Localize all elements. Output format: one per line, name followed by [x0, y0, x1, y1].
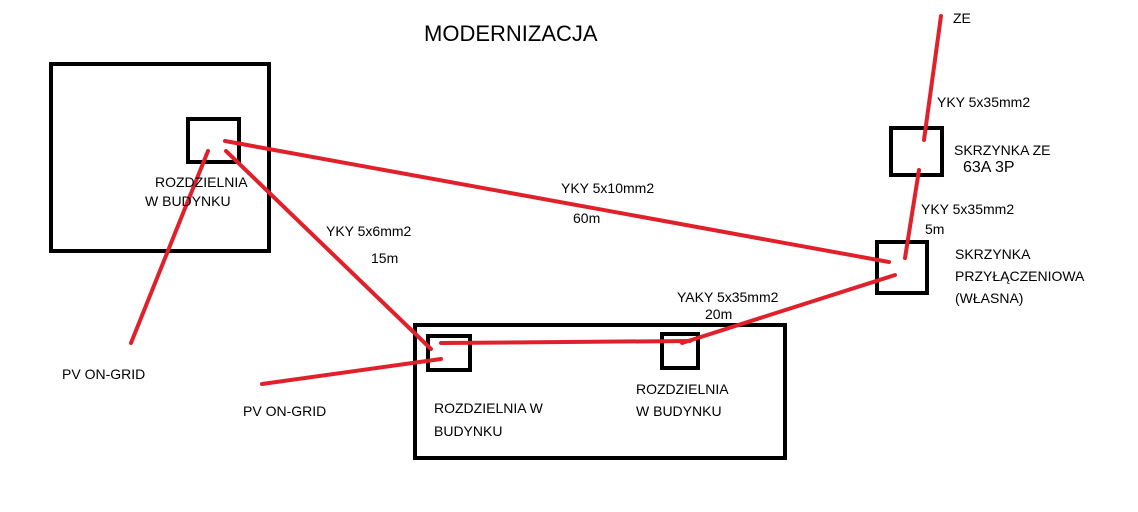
- skrzynka-przylaczeniowa-box: [875, 240, 929, 295]
- label-connection-box-line1: SKRZYNKA: [955, 246, 1031, 262]
- label-length-ze-connection: 5m: [925, 221, 945, 237]
- label-cable-ze-connection: YKY 5x35mm2: [921, 201, 1015, 217]
- label-rozdzielnia-bottom-left-line1: ROZDZIELNIA W: [434, 400, 543, 416]
- label-box-ze-line1: SKRZYNKA ZE: [954, 142, 1051, 158]
- label-cable-main: YKY 5x10mm2: [561, 180, 655, 196]
- label-box-ze-line2: 63A 3P: [963, 159, 1015, 176]
- building-left: [49, 62, 271, 253]
- label-length-main: 60m: [573, 210, 601, 226]
- label-length-left: 15m: [371, 250, 399, 266]
- label-rozdzielnia-left-line2: W BUDYNKU: [145, 193, 231, 209]
- label-rozdzielnia-bottom-right-line1: ROZDZIELNIA: [636, 381, 729, 397]
- label-cable-ze: YKY 5x35mm2: [937, 94, 1031, 110]
- skrzynka-ze-box: [889, 126, 944, 177]
- label-pv-bottom: PV ON-GRID: [243, 403, 327, 419]
- wire-right-20m: [680, 273, 897, 345]
- label-connection-box-line3: (WŁASNA): [955, 290, 1024, 306]
- wire-left-15m: [224, 149, 433, 351]
- label-cable-right: YAKY 5x35mm2: [677, 289, 779, 305]
- label-rozdzielnia-bottom-left-line2: BUDYNKU: [434, 423, 503, 439]
- rozdzielnia-box-left-building: [186, 117, 241, 164]
- label-connection-box-line2: PRZYŁĄCZENIOWA: [955, 268, 1085, 284]
- rozdzielnia-box-bottom-left: [426, 334, 472, 372]
- wire-ze-to-connection: [903, 168, 921, 260]
- wire-pv-left: [129, 149, 210, 345]
- label-cable-left: YKY 5x6mm2: [326, 223, 412, 239]
- rozdzielnia-box-bottom-right: [660, 332, 700, 370]
- building-bottom: [413, 323, 787, 460]
- label-ze: ZE: [953, 10, 971, 26]
- label-pv-left: PV ON-GRID: [62, 366, 146, 382]
- wire-main-60m: [223, 139, 891, 264]
- label-length-right: 20m: [705, 306, 733, 322]
- wire-bottom-internal: [439, 339, 692, 345]
- diagram-title: MODERNIZACJA: [424, 21, 598, 46]
- label-rozdzielnia-left-line1: ROZDZIELNIA: [155, 174, 248, 190]
- wire-ze-feed: [922, 14, 943, 142]
- label-rozdzielnia-bottom-right-line2: W BUDYNKU: [636, 403, 722, 419]
- wire-pv-bottom: [260, 357, 443, 386]
